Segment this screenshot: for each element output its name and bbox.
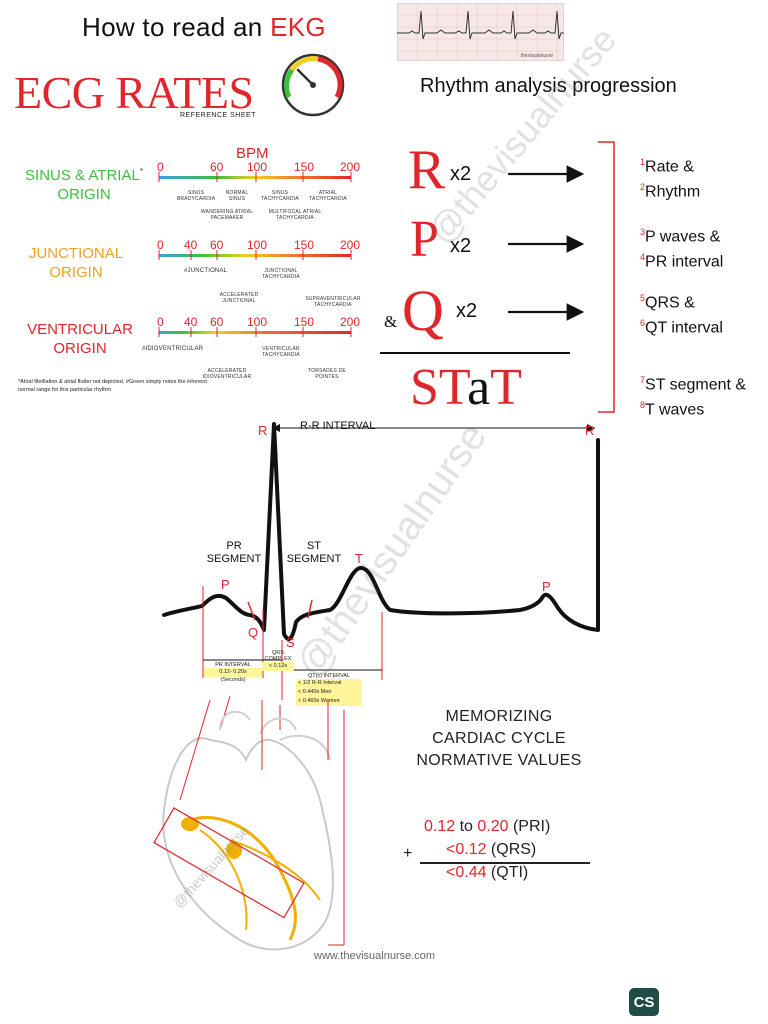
strip-caption: thevisualnurse (521, 53, 553, 59)
qt-interval-box: QT(c) INTERVAL < 1/2 R-R Interval < 0.44… (296, 673, 362, 706)
junctional-tick-5: 200 (340, 238, 361, 252)
mnemonic-r: R (408, 139, 446, 201)
mnemonic-and: & (384, 312, 398, 331)
ecg-waveform (162, 422, 600, 730)
mnemonic-q: Q (402, 278, 444, 343)
ventricular-tick-1: 40 (184, 315, 198, 329)
mnemonic-arrows (508, 165, 585, 321)
heart-illustration (153, 700, 345, 951)
junctional-tick-4: 150 (294, 238, 315, 252)
calc-line-pri: 0.12 to 0.20 (PRI) (424, 818, 551, 835)
pr-interval-box: PR INTERVAL 0.12- 0.20s (Seconds) (204, 662, 262, 683)
mnemonic-q-times: x2 (456, 300, 478, 322)
junctional-note: SUPRAVENTRICULAR TACHYCARDIA (305, 296, 361, 308)
ventricular-origin-label: VENTRICULAR ORIGIN (27, 321, 133, 357)
steps-bracket (598, 141, 615, 413)
footer-url[interactable]: www.thevisualnurse.com (314, 950, 436, 962)
mnemonic-p-times: x2 (450, 235, 472, 257)
memorizing-heading: MEMORIZING CARDIAC CYCLE NORMATIVE VALUE… (416, 708, 582, 769)
ekg-strip-thumbnail: thevisualnurse (397, 3, 564, 61)
mnemonic-stat: STaT (410, 359, 522, 416)
junctional-tick-3: 100 (247, 238, 268, 252)
sinus-tick-3: 150 (294, 160, 315, 174)
junctional-note: ACCELERATED JUNCTIONAL (219, 292, 259, 304)
ventricular-rate-bar (158, 327, 352, 337)
ventricular-tick-5: 200 (340, 315, 361, 329)
sinus-note: ATRIAL TACHYCARDIA (309, 190, 347, 202)
mnemonic-r-times: x2 (450, 163, 472, 185)
rates-subtitle: REFERENCE SHEET (180, 112, 256, 119)
ecg-p-label: P (221, 577, 230, 592)
calc-divider (420, 862, 590, 864)
sinus-note: MULTIFOCAL ATRIAL TACHYCARDIA (268, 209, 322, 221)
ecg-p-label-2: P (542, 579, 551, 594)
sinus-note: SINUS BRADYCARDIA (176, 190, 216, 202)
calc-line-qti: <0.44 (QTI) (446, 864, 529, 881)
sinus-note: WANDERING ATRIAL PACEMAKER (200, 209, 254, 221)
junctional-tick-0: 0 (157, 238, 164, 252)
sinus-rate-bar (158, 172, 352, 182)
ecg-q-label: Q (248, 625, 259, 640)
junctional-note: #JUNCTIONAL (184, 268, 228, 274)
step-5-6: 5QRS & 6QT interval (640, 293, 723, 337)
ventricular-tick-0: 0 (157, 315, 164, 329)
ecg-r-label-2: R (585, 423, 595, 438)
step-3-4: 3P waves & 4PR interval (640, 227, 724, 271)
sinus-tick-4: 200 (340, 160, 361, 174)
junctional-tick-1: 40 (184, 238, 198, 252)
rhythm-title: Rhythm analysis progression (420, 75, 677, 97)
ventricular-note: #IDIOVENTRICULAR (142, 346, 204, 352)
rates-title: ECG RATES (14, 67, 254, 118)
junctional-origin-label: JUNCTIONAL ORIGIN (28, 245, 124, 281)
bpm-label: BPM (236, 145, 269, 162)
qrs-box: QRS COMPLEX < 0.12s (262, 650, 294, 671)
sinus-note: SINUS TACHYCARDIA (261, 190, 299, 202)
junctional-tick-2: 60 (210, 238, 224, 252)
ventricular-tick-3: 100 (247, 315, 268, 329)
calc-line-qrs: <0.12 (QRS) (446, 841, 537, 858)
camscanner-badge: CS (629, 988, 659, 1016)
junctional-rate-bar (158, 250, 352, 260)
rr-interval-label: R-R INTERVAL (300, 420, 376, 432)
ventricular-note: ACCELERATED IDIOVENTRICULAR (202, 368, 252, 380)
junctional-note: JUNCTIONAL TACHYCARDIA (262, 268, 300, 280)
ecg-s-label: S (286, 635, 295, 650)
ventricular-tick-4: 150 (294, 315, 315, 329)
page-title: How to read an EKG (82, 12, 326, 42)
title-accent: EKG (270, 12, 326, 42)
ventricular-note: TORSADES DE POINTES (308, 368, 346, 380)
calc-plus: + (403, 845, 413, 862)
rates-footnote: *Atrial fibrillation & atrial flutter no… (18, 379, 207, 393)
sinus-tick-2: 100 (247, 160, 268, 174)
step-1-2: 1Rate & 2Rhythm (640, 157, 701, 201)
ecg-r-label: R (258, 423, 268, 438)
sinus-note: NORMAL SINUS (225, 190, 249, 202)
step-7-8: 7ST segment & 8T waves (640, 375, 747, 419)
ventricular-tick-2: 60 (210, 315, 224, 329)
mnemonic-p: P (410, 211, 439, 268)
sinus-tick-0: 0 (157, 160, 164, 174)
stat-divider (380, 352, 570, 354)
pr-segment-label: PR SEGMENT (206, 540, 262, 565)
ecg-t-label: T (355, 551, 363, 566)
ventricular-note: VENTRICULAR TACHYCARDIA (262, 346, 300, 358)
gauge-icon (281, 53, 345, 117)
sinus-tick-1: 60 (210, 160, 224, 174)
st-segment-label: ST SEGMENT (286, 540, 342, 565)
sinus-origin-label: SINUS & ATRIAL* ORIGIN (25, 167, 143, 203)
